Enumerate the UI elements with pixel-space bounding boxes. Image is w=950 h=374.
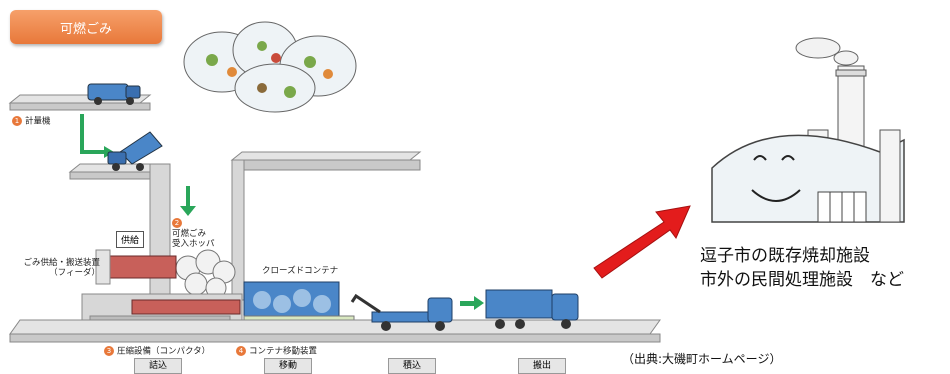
red-arrow [593, 205, 691, 279]
closed-container [243, 281, 355, 325]
hook-lift-truck [350, 293, 453, 331]
step-box-load: 積込 [388, 358, 436, 374]
hopper-label: 2 可燃ごみ 受入ホッパ [172, 218, 215, 249]
step-number-4: 4 [236, 346, 246, 356]
supply-label: 供給 [116, 231, 145, 248]
hopper-garbage [175, 249, 236, 299]
title-badge: 可燃ごみ [10, 10, 162, 44]
loaded-container-truck [485, 289, 579, 329]
step-number-2: 2 [172, 218, 182, 228]
step-box-move: 移動 [264, 358, 312, 374]
source-note: （出典:大磯町ホームページ） [622, 352, 782, 366]
truck-on-scale [87, 83, 141, 105]
destination-line2: 市外の民間処理施設 など [700, 270, 904, 290]
garbage-bags-illustration [183, 21, 357, 113]
tipping-truck [107, 131, 163, 171]
title-text: 可燃ごみ [59, 21, 112, 37]
incinerator-illustration [711, 37, 905, 223]
closed-container-label: クローズドコンテナ [262, 266, 339, 276]
step-box-pack: 詰込 [134, 358, 182, 374]
step-number-1: 1 [12, 116, 22, 126]
destination-text: 逗子市の既存焼却施設 市外の民間処理施設 など [700, 244, 904, 292]
step-box-carry-out: 搬出 [518, 358, 566, 374]
feeder-label: ごみ供給・搬送装置 （フィーダ） [23, 258, 100, 279]
step-number-3: 3 [104, 346, 114, 356]
destination-line1: 逗子市の既存焼却施設 [700, 246, 870, 266]
